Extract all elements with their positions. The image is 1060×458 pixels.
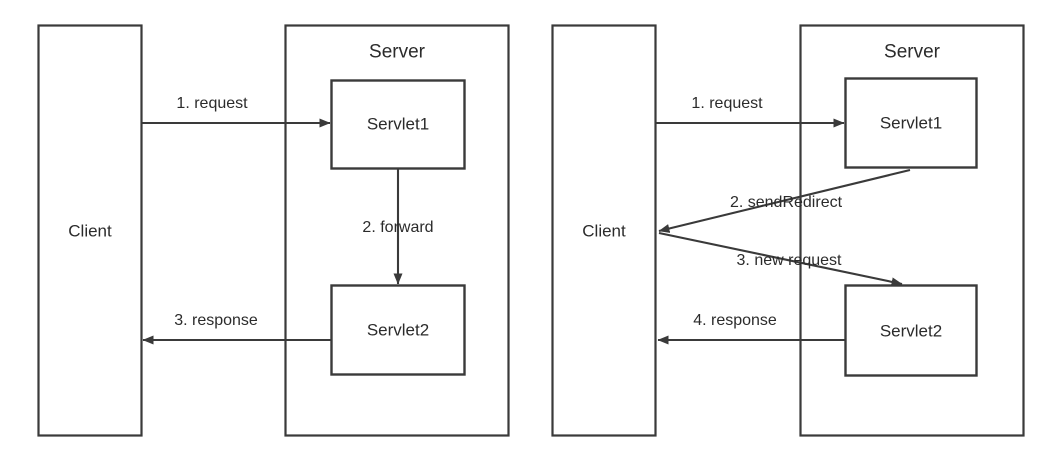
node-server-right	[799, 24, 1025, 437]
node-servlet2-right	[844, 284, 978, 377]
panel-forward-flow	[37, 24, 510, 437]
node-server-left	[284, 24, 510, 437]
node-client-right	[551, 24, 657, 437]
edge-2-sendredirect-right	[658, 168, 911, 233]
node-servlet2-left	[330, 284, 466, 376]
panel-redirect-flow	[551, 24, 1025, 437]
node-servlet1-right	[844, 77, 978, 169]
edge-3-new-request-right	[658, 231, 903, 287]
node-client-left	[37, 24, 143, 437]
node-servlet1-left	[330, 79, 466, 170]
